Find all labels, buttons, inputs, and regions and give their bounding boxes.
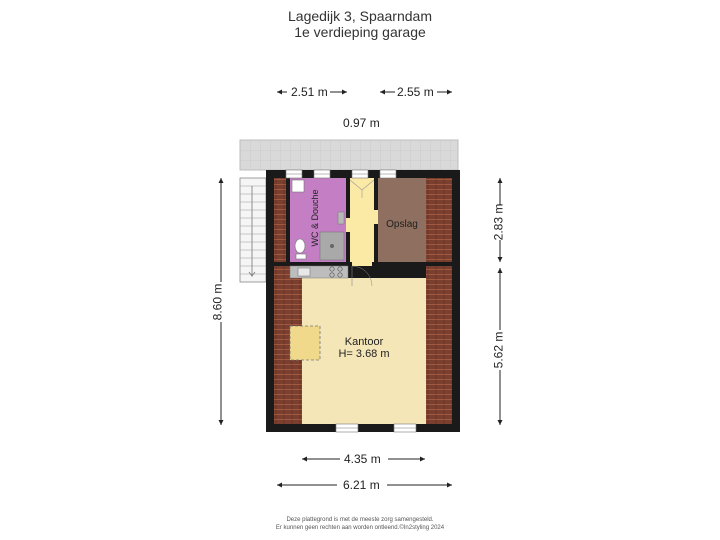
- balcony-area: [239, 139, 459, 171]
- dim-left-height: 8.60 m: [210, 283, 225, 321]
- room-label-office: Kantoor: [345, 336, 384, 348]
- office-floor: [302, 278, 426, 424]
- skylight: [289, 325, 321, 361]
- toilet-icon: [294, 238, 306, 254]
- dim-bottom-outer: 6.21 m: [343, 478, 380, 492]
- hob-icon: [329, 266, 343, 278]
- washbasin-icon: [291, 179, 305, 193]
- exterior-staircase: [239, 177, 267, 283]
- room-label-office-height: H= 3.68 m: [338, 348, 389, 360]
- footer-copyright: Er kunnen geen rechten aan worden ontlee…: [275, 525, 445, 531]
- shower-drain-icon: [330, 244, 334, 248]
- dimension-arrows: [218, 89, 503, 488]
- dim-right-upper: 2.83 m: [491, 203, 506, 241]
- footer-disclaimer: Deze plattegrond is met de meeste zorg s…: [286, 517, 434, 523]
- dim-top-left: 2.51 m: [291, 85, 328, 99]
- dim-right-lower: 5.62 m: [491, 331, 506, 369]
- room-label-storage: Opslag: [386, 219, 418, 230]
- plan-subtitle: 1e verdieping garage: [294, 24, 426, 40]
- plan-title: Lagedijk 3, Spaarndam: [288, 8, 432, 24]
- dim-bottom-inner: 4.35 m: [344, 452, 381, 466]
- storage-floor: [378, 178, 426, 262]
- sink-icon: [297, 267, 311, 277]
- dim-balcony-width: 0.97 m: [343, 116, 380, 130]
- roof-slope-right: [426, 178, 452, 424]
- dim-top-right: 2.55 m: [397, 85, 434, 99]
- window-glazing: [286, 173, 416, 429]
- room-label-wc: WC & Douche: [310, 189, 320, 246]
